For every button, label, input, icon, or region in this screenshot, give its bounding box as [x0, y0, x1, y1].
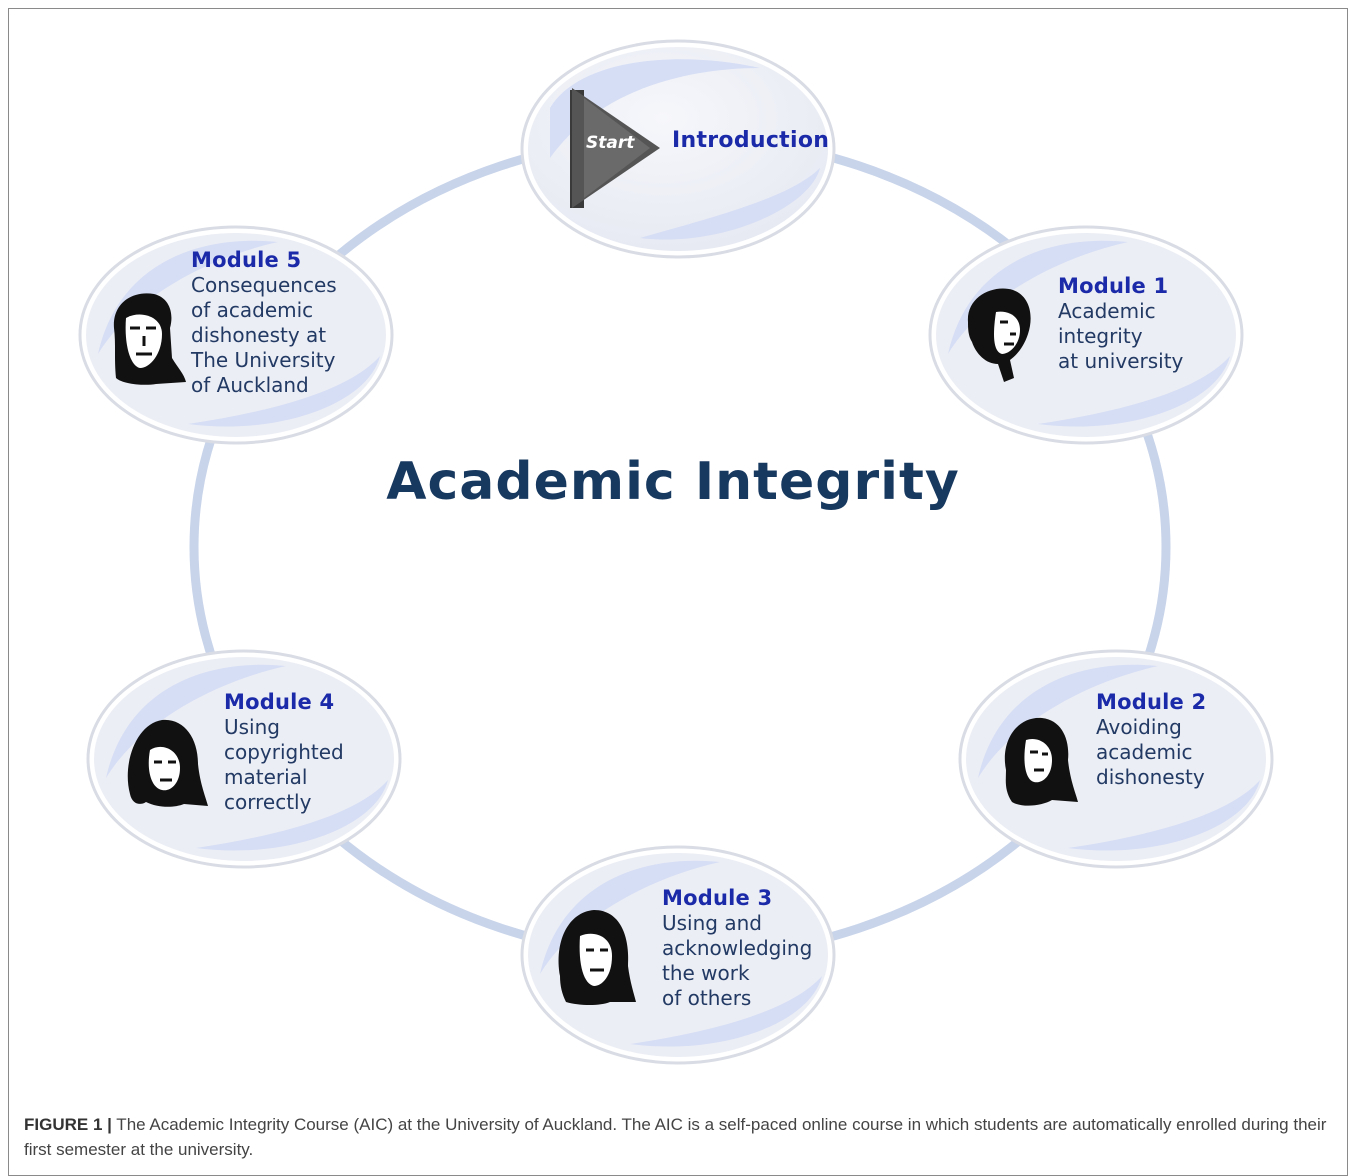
diagram-title: Academic Integrity [386, 452, 960, 512]
module-1-bubble [928, 225, 1244, 445]
portrait-icon [1004, 717, 1078, 806]
caption-text: The Academic Integrity Course (AIC) at t… [24, 1115, 1327, 1159]
module-1-description: Academic integrity at university [1058, 299, 1184, 373]
module-1-title: Module 1 [1058, 274, 1169, 298]
start-node[interactable]: Start Introduction [520, 38, 836, 260]
start-bubble [520, 39, 836, 259]
module-5-node[interactable]: Module 5 Consequences of academic dishon… [78, 224, 394, 446]
caption-label: FIGURE 1 | [24, 1115, 112, 1134]
module-2-description: Avoiding academic dishonesty [1096, 715, 1205, 789]
module-5-bubble [78, 225, 394, 445]
portrait-icon [127, 719, 208, 807]
introduction-label[interactable]: Introduction [672, 128, 830, 153]
module-5-title: Module 5 [191, 248, 302, 272]
portrait-icon [558, 910, 636, 1005]
module-2-bubble [958, 649, 1274, 869]
module-3-title: Module 3 [662, 886, 773, 910]
module-4-bubble [86, 649, 402, 869]
portrait-icon [113, 293, 186, 385]
portrait-icon [967, 288, 1031, 382]
figure-caption: FIGURE 1 | The Academic Integrity Course… [24, 1112, 1334, 1162]
module-4-title: Module 4 [224, 690, 335, 714]
module-1-node[interactable]: Module 1 Academic integrity at universit… [928, 224, 1244, 446]
module-4-description: Using copyrighted material correctly [224, 715, 344, 814]
start-label: Start [586, 133, 635, 153]
module-3-bubble [520, 845, 836, 1065]
module-2-title: Module 2 [1096, 690, 1207, 714]
module-3-description: Using and acknowledging the work of othe… [662, 911, 813, 1010]
module-5-description: Consequences of academic dishonesty at T… [191, 273, 337, 397]
module-4-node[interactable]: Module 4 Using copyrighted material corr… [86, 648, 402, 870]
module-2-node[interactable]: Module 2 Avoiding academic dishonesty [958, 648, 1274, 870]
module-3-node[interactable]: Module 3 Using and acknowledging the wor… [520, 844, 836, 1066]
